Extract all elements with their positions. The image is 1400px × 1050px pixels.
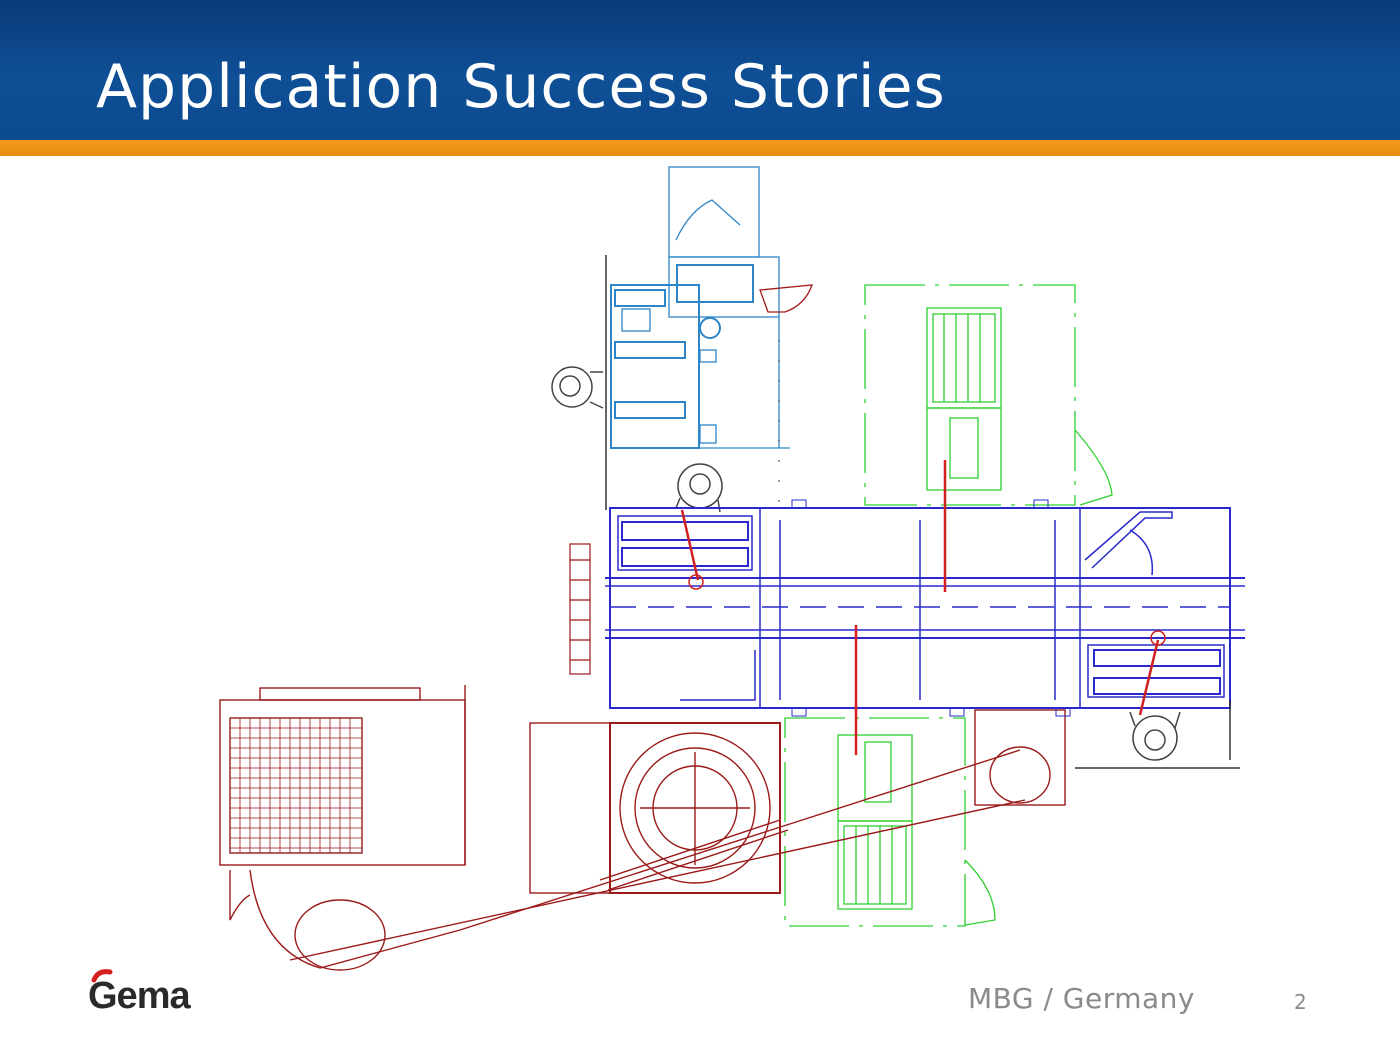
powder-recovery-system bbox=[219, 685, 1066, 971]
header-accent-stripe bbox=[0, 140, 1400, 156]
side-rail bbox=[569, 543, 591, 675]
svg-text:Gema: Gema bbox=[88, 975, 191, 1017]
gun-unit-top bbox=[864, 284, 1113, 506]
main-booth bbox=[605, 507, 1245, 769]
slide-title: Application Success Stories bbox=[96, 52, 946, 122]
location-caption: MBG / Germany bbox=[968, 982, 1195, 1015]
header-bar bbox=[0, 0, 1400, 140]
fixing-brackets bbox=[791, 499, 1071, 717]
gun-unit-bottom bbox=[784, 717, 996, 927]
gema-logo: Gema bbox=[88, 969, 192, 1017]
booth-layout-drawing bbox=[219, 166, 1245, 971]
spray-guns bbox=[680, 460, 1166, 755]
page-number: 2 bbox=[1294, 990, 1307, 1014]
control-unit bbox=[610, 166, 813, 449]
operator-figures bbox=[551, 366, 1181, 761]
